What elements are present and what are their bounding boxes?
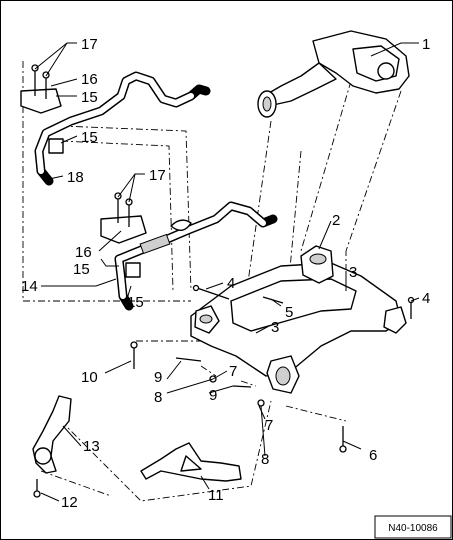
reference-code: N40-10086 [388, 523, 438, 534]
callout-3a: 3 [349, 264, 357, 281]
callout-16b: 16 [75, 244, 92, 261]
callout-2: 2 [332, 212, 340, 229]
callout-1: 1 [422, 36, 430, 53]
callout-15b: 15 [81, 129, 98, 146]
callout-17a: 17 [81, 36, 98, 53]
callout-15a: 15 [81, 89, 98, 106]
callout-5: 5 [285, 304, 293, 321]
stabilizer-bar-upper [20, 64, 211, 186]
callouts: 1 2 3 3 4 4 5 6 7 7 8 8 9 9 10 11 12 13 … [21, 36, 430, 511]
callout-17b: 17 [149, 167, 166, 184]
callout-3b: 3 [271, 319, 279, 336]
callout-15d: 15 [127, 294, 144, 311]
callout-7b: 7 [265, 417, 273, 434]
final-drive-assembly [257, 30, 410, 118]
callout-18: 18 [67, 169, 84, 186]
callout-12: 12 [61, 494, 78, 511]
leader-lines [34, 42, 420, 502]
callout-9b: 9 [209, 387, 217, 404]
wishbone [140, 442, 242, 482]
callout-15c: 15 [73, 261, 90, 278]
callout-8b: 8 [261, 451, 269, 468]
callout-16a: 16 [81, 71, 98, 88]
reference-code-box: N40-10086 [374, 515, 452, 539]
callout-10: 10 [81, 369, 98, 386]
stabilizer-bar-lower [100, 192, 278, 311]
callout-14: 14 [21, 278, 38, 295]
callout-13: 13 [83, 438, 100, 455]
callout-6: 6 [369, 447, 377, 464]
callout-11: 11 [208, 487, 224, 504]
callout-7a: 7 [229, 363, 237, 380]
wheel-bearing-housing [32, 395, 72, 498]
callout-4b: 4 [422, 290, 430, 307]
callout-8a: 8 [154, 389, 162, 406]
callout-4a: 4 [227, 275, 235, 292]
subframe [130, 245, 415, 453]
callout-9a: 9 [154, 369, 162, 386]
